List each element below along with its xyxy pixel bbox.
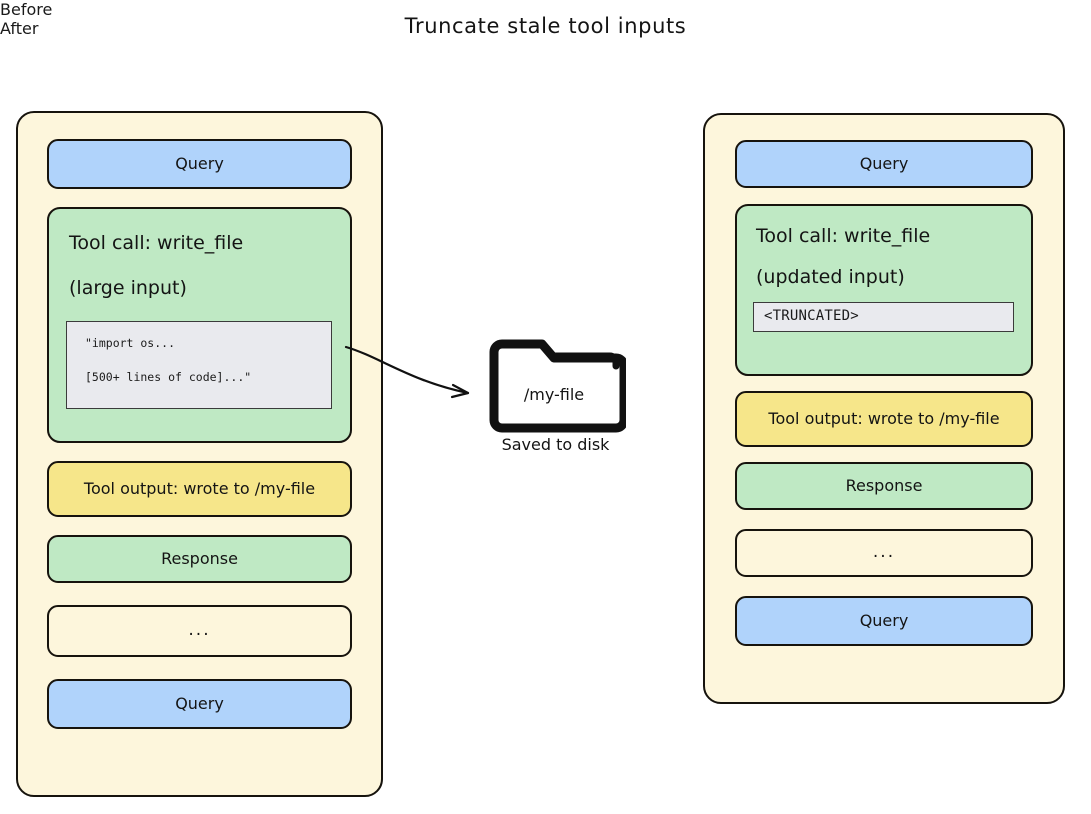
- column-heading-after: After: [0, 19, 39, 38]
- saved-file-group: /my-file Saved to disk: [470, 330, 645, 470]
- after-ellipsis-block[interactable]: ...: [735, 529, 1033, 577]
- after-tool-output-block[interactable]: Tool output: wrote to /my-file: [735, 391, 1033, 447]
- after-code-box: <TRUNCATED>: [753, 301, 1014, 332]
- after-response-block[interactable]: Response: [735, 462, 1033, 510]
- before-panel: Query Tool call: write_file (large input…: [16, 111, 383, 797]
- before-tool-call-subtitle: (large input): [69, 276, 187, 299]
- after-tool-call-subtitle: (updated input): [756, 265, 905, 288]
- column-heading-before: Before: [0, 0, 53, 19]
- after-truncated-marker: <TRUNCATED>: [764, 308, 859, 325]
- after-query-top-block[interactable]: Query: [735, 140, 1033, 188]
- folder-icon: [489, 339, 626, 433]
- before-ellipsis-block[interactable]: ...: [47, 605, 352, 657]
- after-tool-call-block[interactable]: Tool call: write_file (updated input) <T…: [735, 204, 1033, 376]
- flow-arrow: [344, 345, 470, 399]
- before-code-box: "import os... [500+ lines of code]...": [66, 320, 332, 409]
- folder-label: /my-file: [523, 385, 585, 404]
- after-query-bottom-block[interactable]: Query: [735, 596, 1033, 646]
- after-panel: Query Tool call: write_file (updated inp…: [703, 113, 1065, 704]
- saved-to-disk-caption: Saved to disk: [501, 435, 610, 454]
- before-block-stack: Query Tool call: write_file (large input…: [18, 113, 381, 795]
- after-block-stack: Query Tool call: write_file (updated inp…: [705, 115, 1063, 702]
- before-code-line-1: "import os...: [85, 335, 176, 350]
- diagram-title: Truncate stale tool inputs: [404, 14, 687, 38]
- before-tool-output-block[interactable]: Tool output: wrote to /my-file: [47, 461, 352, 517]
- before-tool-call-block[interactable]: Tool call: write_file (large input) "imp…: [47, 207, 352, 443]
- before-code-line-2: [500+ lines of code]...": [85, 369, 252, 384]
- before-response-block[interactable]: Response: [47, 535, 352, 583]
- before-query-top-block[interactable]: Query: [47, 139, 352, 189]
- after-tool-call-title: Tool call: write_file: [756, 225, 931, 247]
- before-query-bottom-block[interactable]: Query: [47, 679, 352, 729]
- before-tool-call-title: Tool call: write_file: [69, 232, 244, 254]
